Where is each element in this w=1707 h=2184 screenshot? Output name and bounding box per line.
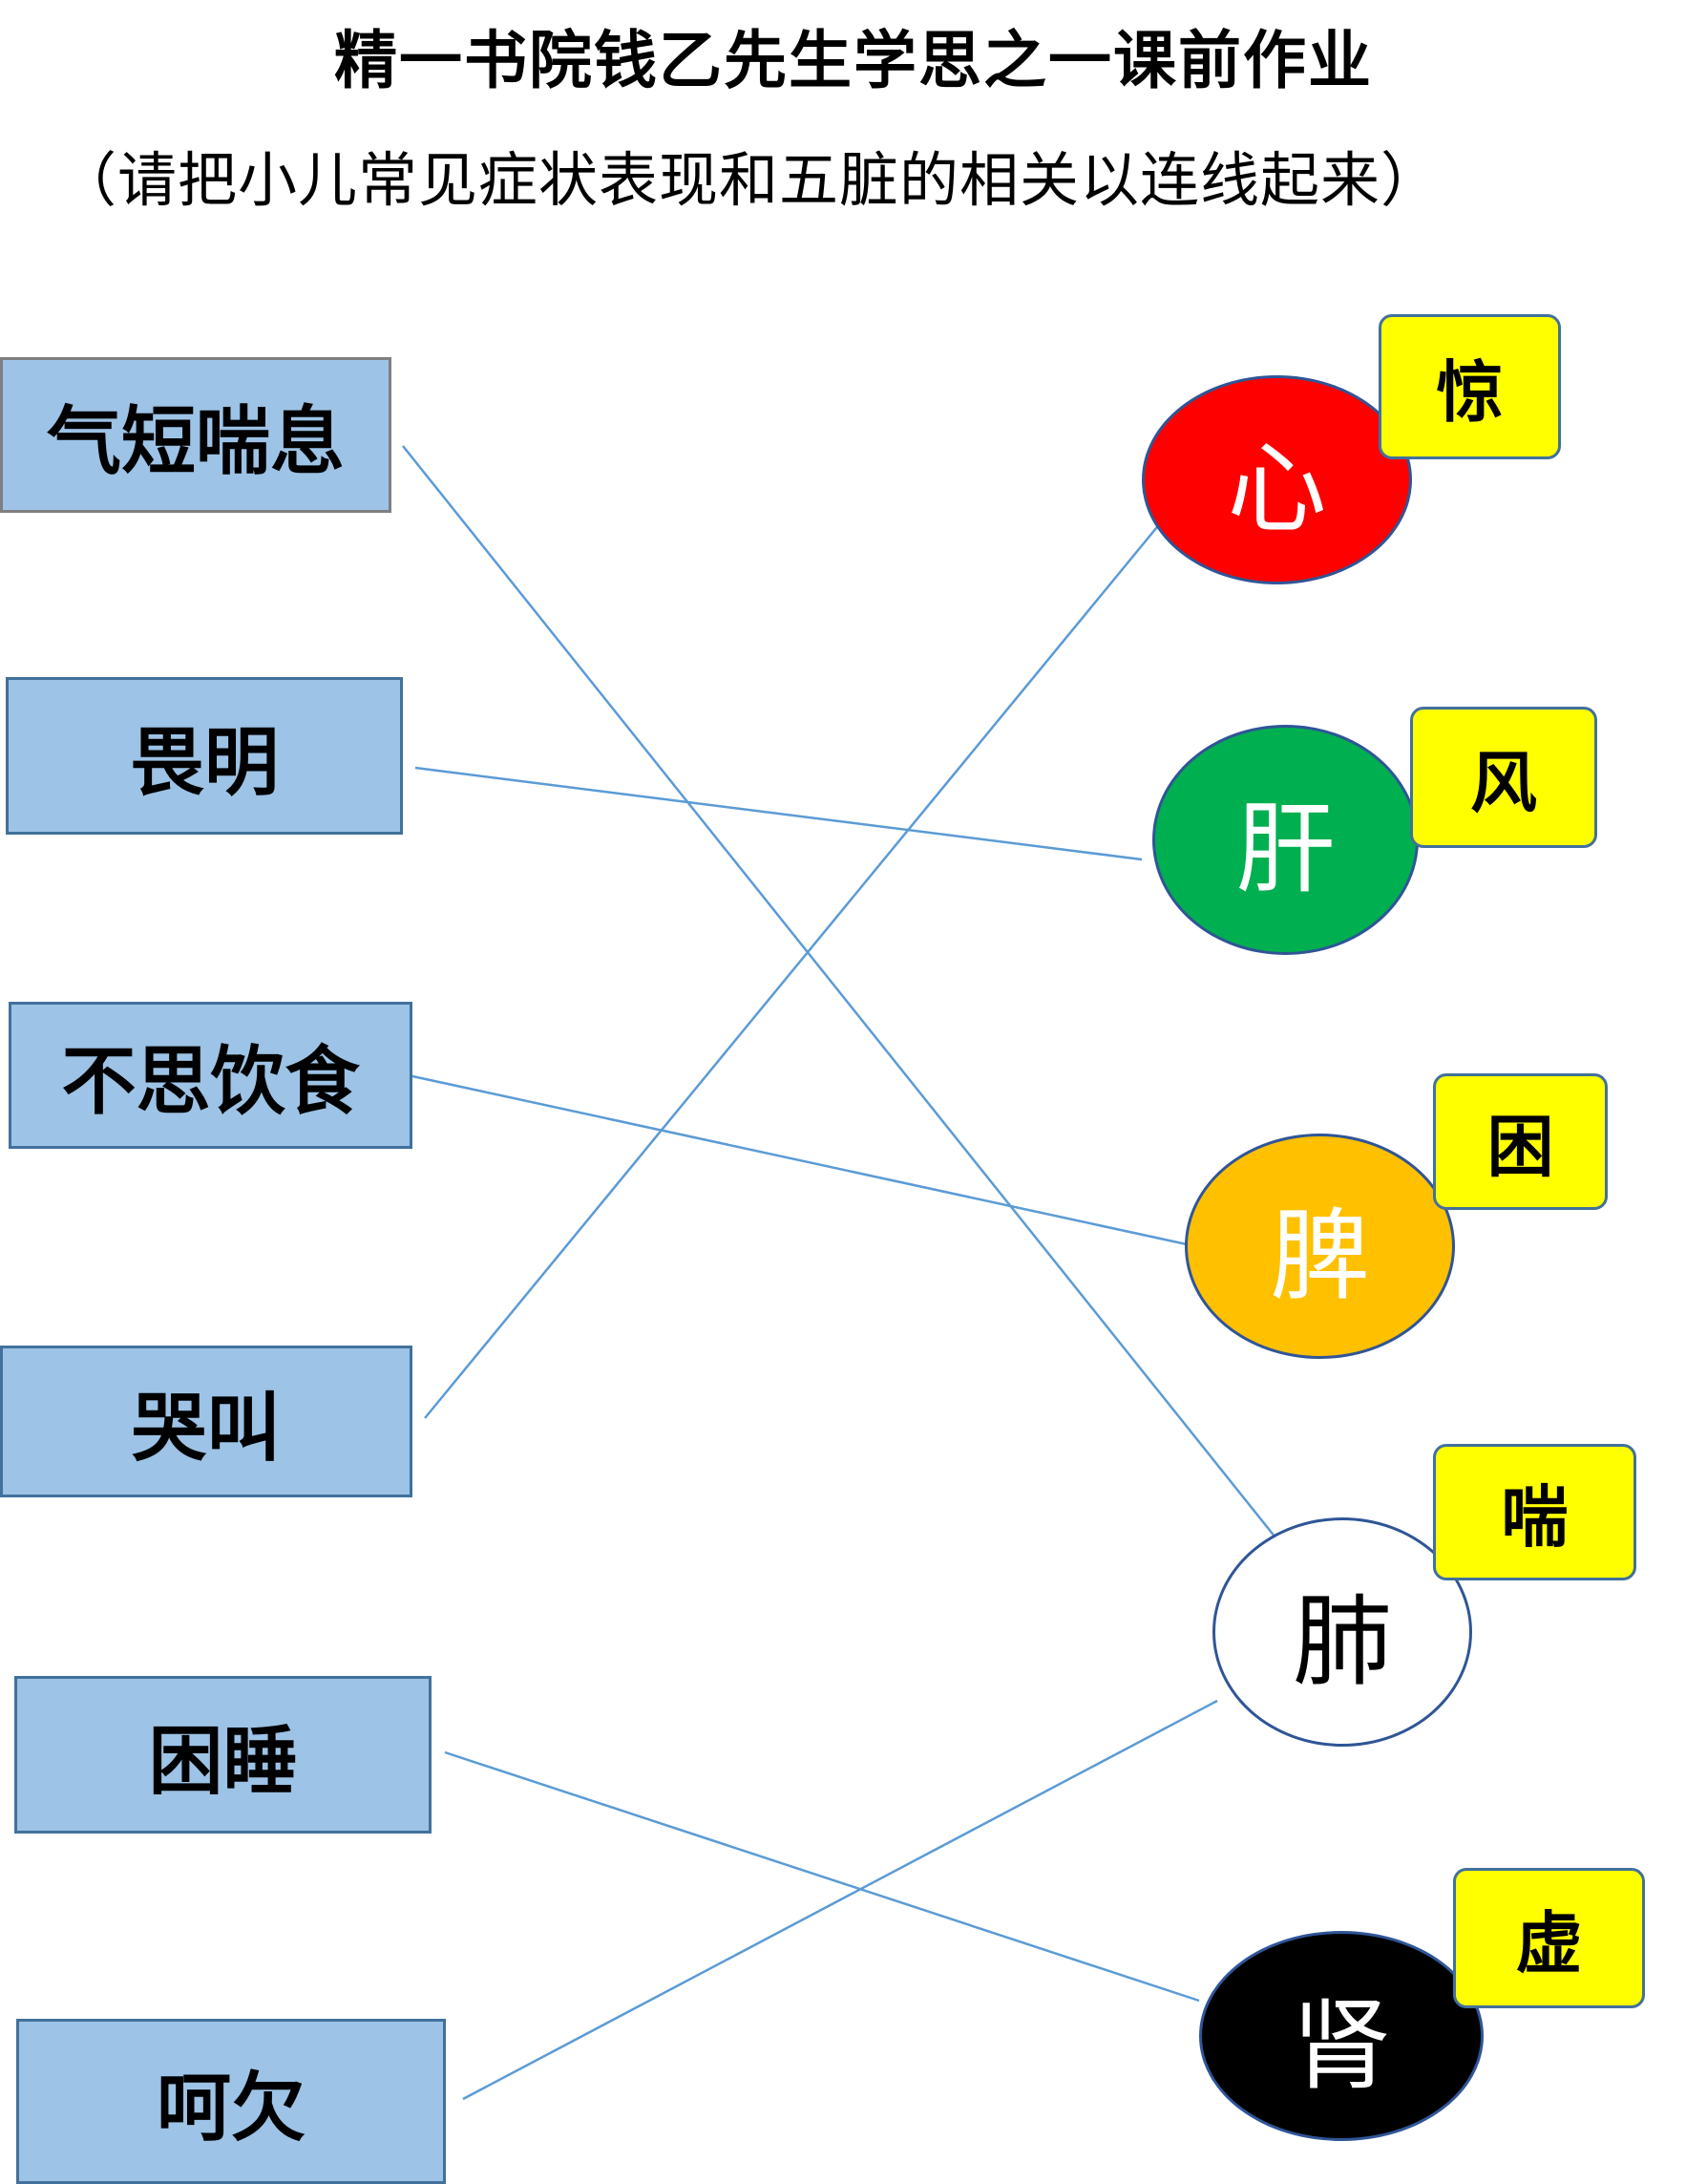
tag-label: 困	[1486, 1107, 1554, 1186]
connection-line-kunshui-shen	[444, 1750, 1200, 2003]
organ-tag-xu: 虚	[1453, 1868, 1645, 2008]
organ-circle-fei[interactable]: 肺	[1212, 1517, 1472, 1747]
organ-label: 肾	[1291, 1986, 1391, 2104]
connection-line-kujiao-xin	[424, 521, 1162, 1419]
connection-line-heqian-fei	[462, 1699, 1218, 2101]
symptom-label: 不思饮食	[61, 1038, 360, 1125]
symptom-label: 呵欠	[156, 2064, 306, 2152]
organ-tag-feng: 风	[1410, 707, 1597, 848]
symptom-box-qiduanchuanxi[interactable]: 气短喘息	[0, 357, 391, 513]
connection-line-weiming-gan	[414, 766, 1143, 861]
symptom-box-kunshui[interactable]: 困睡	[14, 1676, 432, 1834]
organ-circle-gan[interactable]: 肝	[1152, 725, 1419, 955]
symptom-box-busiyinshi[interactable]: 不思饮食	[9, 1002, 412, 1149]
symptom-label: 畏明	[129, 718, 279, 806]
tag-label: 风	[1470, 742, 1537, 822]
organ-circle-shen[interactable]: 肾	[1199, 1931, 1484, 2141]
connection-line-busi-pi	[411, 1074, 1188, 1246]
tag-label: 惊	[1436, 351, 1504, 432]
organ-label: 肝	[1235, 791, 1336, 907]
symptom-box-weiming[interactable]: 畏明	[6, 677, 403, 835]
organ-circle-xin[interactable]: 心	[1142, 375, 1412, 584]
organ-label: 心	[1227, 431, 1327, 547]
organ-label: 肺	[1292, 1582, 1392, 1700]
symptom-box-kujiao[interactable]: 哭叫	[0, 1346, 412, 1497]
connection-line-qiduan-fei	[402, 445, 1288, 1553]
symptom-box-heqian[interactable]: 呵欠	[16, 2019, 446, 2184]
tag-label: 喘	[1501, 1477, 1569, 1557]
symptom-label: 气短喘息	[46, 397, 345, 485]
organ-tag-kun: 困	[1433, 1073, 1608, 1210]
page-title: 精一书院钱乙先生学思之一课前作业	[334, 23, 1373, 97]
symptom-label: 哭叫	[131, 1384, 281, 1472]
symptom-label: 困睡	[148, 1717, 298, 1805]
instruction-text: （请把小儿常见症状表现和五脏的相关以连线起来）	[57, 145, 1442, 215]
organ-tag-jing: 惊	[1379, 314, 1561, 459]
organ-circle-pi[interactable]: 脾	[1185, 1134, 1455, 1359]
organ-tag-chuan: 喘	[1433, 1444, 1636, 1580]
organ-label: 脾	[1270, 1197, 1370, 1314]
tag-label: 虚	[1515, 1903, 1583, 1983]
